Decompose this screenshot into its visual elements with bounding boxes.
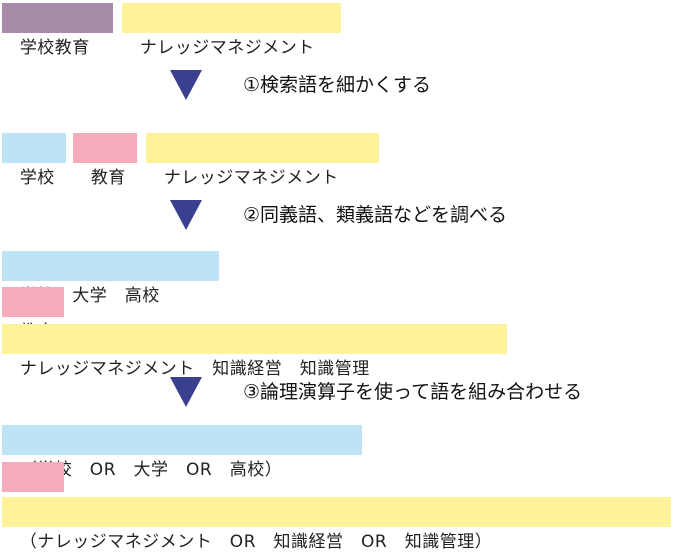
query-box-knowledge-or: （ナレッジマネジメント OR 知識経営 OR 知識管理）: [2, 497, 671, 552]
synonym-box-school: 学校 大学 高校: [2, 251, 219, 306]
term-label: 学校教育: [19, 38, 90, 58]
term-box-gakkou-kyouiku: 学校教育: [2, 3, 113, 58]
term-label: 学校: [19, 168, 55, 188]
term-label: ナレッジマネジメント 知識経営 知識管理: [19, 359, 370, 379]
term-label: 教育: [90, 168, 126, 188]
term-box-gakkou: 学校: [2, 133, 66, 188]
term-box-knowledge-management: ナレッジマネジメント: [122, 3, 341, 58]
term-box-kyouiku: 教育: [73, 133, 137, 188]
term-box-knowledge-management: ナレッジマネジメント: [146, 133, 379, 188]
query-box-school-or: （学校 OR 大学 OR 高校）: [2, 425, 362, 480]
term-label: （学校 OR 大学 OR 高校）: [19, 460, 283, 480]
down-arrow-icon: [170, 377, 202, 407]
down-arrow-icon: [170, 70, 202, 100]
step-1-label: ①検索語を細かくする: [243, 74, 432, 96]
down-arrow-icon: [170, 200, 202, 230]
synonym-box-education: 教育: [2, 287, 64, 342]
synonym-box-knowledge: ナレッジマネジメント 知識経営 知識管理: [2, 324, 507, 379]
step-2-label: ②同義語、類義語などを調べる: [243, 204, 508, 226]
query-box-education: 教育: [2, 462, 64, 517]
term-label: ナレッジマネジメント: [139, 38, 315, 58]
step-3-label: ③論理演算子を使って語を組み合わせる: [243, 381, 583, 403]
term-label: （ナレッジマネジメント OR 知識経営 OR 知識管理）: [19, 532, 493, 552]
term-label: ナレッジマネジメント: [163, 168, 339, 188]
